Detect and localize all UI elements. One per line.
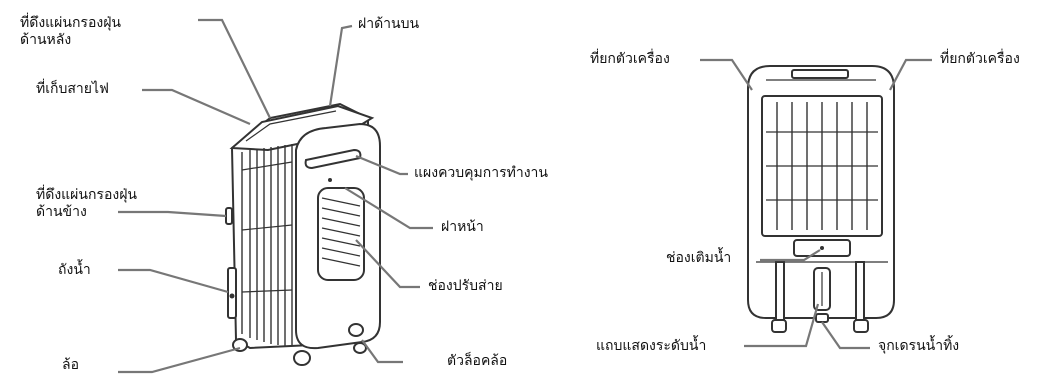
label-cord-storage: ที่เก็บสายไฟ xyxy=(36,81,109,97)
label-control-panel: แผงควบคุมการทำงาน xyxy=(414,165,548,181)
unit-top-cover xyxy=(229,104,375,152)
label-water-inlet: ช่องเติมน้ำ xyxy=(666,250,732,266)
label-side-filter-handle: ที่ดึงแผ่นกรองฝุ่น ด้านข้าง xyxy=(36,187,137,221)
top-handle-recess xyxy=(791,69,849,79)
label-drain-plug: จุกเดรนน้ำทิ้ง xyxy=(878,338,960,354)
side-filter-tab xyxy=(225,207,233,225)
label-rear-filter-handle-line1: ที่ดึงแผ่นกรองฝุ่น xyxy=(20,15,121,31)
label-louver: ช่องปรับส่าย xyxy=(428,278,503,294)
label-water-level-gauge: แถบแสดงระดับน้ำ xyxy=(596,338,707,354)
label-carry-handle-right: ที่ยกตัวเครื่อง xyxy=(940,51,1020,67)
label-top-cover: ฝาด้านบน xyxy=(358,16,420,32)
label-front-cover: ฝาหน้า xyxy=(441,219,484,235)
front-view-unit xyxy=(225,102,381,366)
leader-lines xyxy=(118,18,932,374)
unit-wheels xyxy=(232,323,367,366)
rear-unit-wheels xyxy=(771,313,869,333)
label-side-filter-handle-line1: ที่ดึงแผ่นกรองฝุ่น xyxy=(36,187,137,203)
side-filter-grill xyxy=(241,144,293,346)
label-wheel: ล้อ xyxy=(62,357,79,373)
label-rear-filter-handle-line2: ด้านหลัง xyxy=(20,32,72,48)
label-water-tank: ถังน้ำ xyxy=(58,262,91,278)
label-caster-lock: ตัวล็อคล้อ xyxy=(447,353,508,369)
water-tank-edge xyxy=(227,267,237,319)
rear-view-unit xyxy=(747,65,895,333)
label-carry-handle-left: ที่ยกตัวเครื่อง xyxy=(590,51,670,67)
label-side-filter-handle-line2: ด้านข้าง xyxy=(36,204,87,220)
rear-filter-grid xyxy=(766,102,878,230)
label-rear-filter-handle: ที่ดึงแผ่นกรองฝุ่น ด้านหลัง xyxy=(20,15,121,49)
louver-slats xyxy=(321,197,361,267)
louver-window xyxy=(317,187,365,281)
